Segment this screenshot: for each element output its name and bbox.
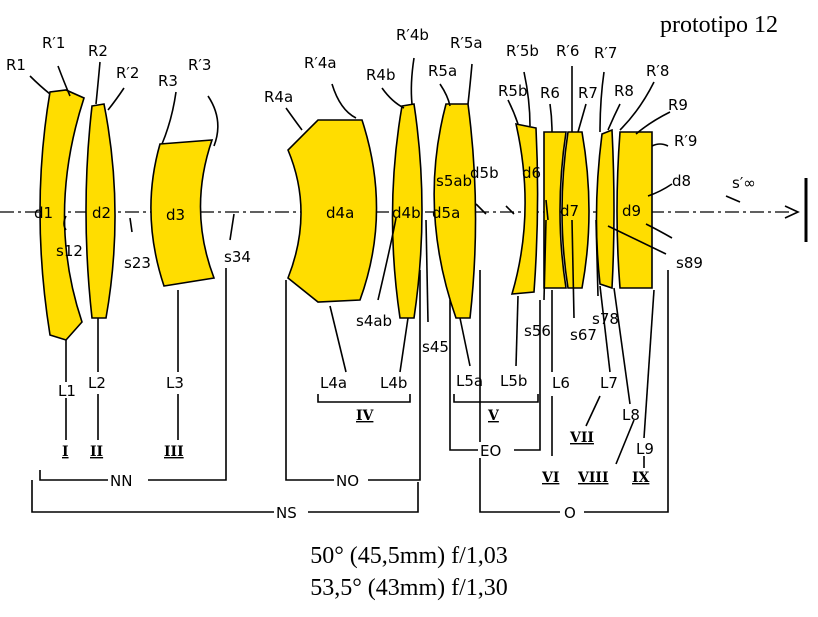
radius-labels: R1 R′1 R2 R′2 R3 R′3 R4a R′4a R4b R′4b R… <box>6 26 697 150</box>
label-R4b: R4b <box>366 66 396 84</box>
roman-VIII: VIII <box>577 470 609 486</box>
label-L4a: L4a <box>320 374 347 392</box>
label-d5b: d5b <box>470 164 499 182</box>
spacing-labels: s12 s23 s34 s4ab s45 s5ab s56 s67 s78 s8… <box>56 172 756 356</box>
label-R4a-left: R4a <box>264 88 293 106</box>
label-s67: s67 <box>570 326 597 344</box>
lens-L4a <box>287 119 378 303</box>
label-R2: R2 <box>88 42 108 60</box>
label-s34: s34 <box>224 248 251 266</box>
label-L8: L8 <box>622 406 640 424</box>
lens-L5b <box>510 122 539 295</box>
label-R6p: R′6 <box>556 42 579 60</box>
label-L6: L6 <box>552 374 570 392</box>
label-L5b: L5b <box>500 372 527 390</box>
lens-L9 <box>616 131 653 289</box>
label-L9: L9 <box>636 440 654 458</box>
label-s4ab: s4ab <box>356 312 392 330</box>
label-d5a: d5a <box>432 204 460 222</box>
group-NN: NN <box>110 472 132 490</box>
label-L1: L1 <box>58 382 76 400</box>
label-R7p: R′7 <box>594 44 617 62</box>
label-s78: s78 <box>592 310 619 328</box>
label-R3: R3 <box>158 72 178 90</box>
spec-line-1: 50° (45,5mm) f/1,03 <box>310 543 508 569</box>
diagram-title: prototipo 12 <box>660 12 778 38</box>
label-d4a: d4a <box>326 204 354 222</box>
label-R9: R9 <box>668 96 688 114</box>
label-R1: R1 <box>6 56 26 74</box>
label-d8: d8 <box>672 172 691 190</box>
label-d6: d6 <box>522 164 541 182</box>
label-s12: s12 <box>56 242 83 260</box>
roman-IX: IX <box>632 470 650 486</box>
label-R3p: R′3 <box>188 56 211 74</box>
lens-L7 <box>561 131 590 289</box>
lens-L4b <box>391 103 423 319</box>
roman-II: II <box>90 444 103 460</box>
label-R7: R7 <box>578 84 598 102</box>
label-s-inf: s′∞ <box>732 174 756 192</box>
axis-arrow <box>784 205 800 219</box>
group-NS: NS <box>276 504 297 522</box>
label-d2: d2 <box>92 204 111 222</box>
label-R6: R6 <box>540 84 560 102</box>
label-d7: d7 <box>560 202 579 220</box>
label-R5b-p: R′5b <box>506 42 539 60</box>
lens-L3 <box>150 139 216 287</box>
group-labels: NN NO NS EO O <box>108 442 584 522</box>
group-NO: NO <box>336 472 359 490</box>
label-L2: L2 <box>88 374 106 392</box>
label-L3: L3 <box>166 374 184 392</box>
label-s89: s89 <box>676 254 703 272</box>
roman-I: I <box>62 444 69 460</box>
lens-L5a <box>433 103 477 319</box>
label-s23: s23 <box>124 254 151 272</box>
label-d9: d9 <box>622 202 641 220</box>
lens-L6 <box>543 131 567 289</box>
label-R8: R8 <box>614 82 634 100</box>
label-R5a-p: R′5a <box>450 34 483 52</box>
roman-IV: IV <box>356 408 375 424</box>
spec-line-2: 53,5° (43mm) f/1,30 <box>310 575 508 601</box>
lens-labels: L1 L2 L3 L4a L4b L5a L5b L6 L7 L8 L9 <box>58 372 654 458</box>
label-R8p: R′8 <box>646 62 669 80</box>
label-L4b: L4b <box>380 374 407 392</box>
gap-markers <box>63 195 741 323</box>
label-R5a: R5a <box>428 62 457 80</box>
label-R9p: R′9 <box>674 132 697 150</box>
lens-L1 <box>39 89 85 341</box>
roman-III: III <box>164 444 184 460</box>
label-d4b: d4b <box>392 204 421 222</box>
lens-L8 <box>595 128 615 290</box>
roman-VI: VI <box>541 470 559 486</box>
label-L5a: L5a <box>456 372 483 390</box>
label-s45: s45 <box>422 338 449 356</box>
label-R5b: R5b <box>498 82 528 100</box>
label-d3: d3 <box>166 206 185 224</box>
thickness-labels: d1 d2 d3 d4a d4b d5a d5b d6 d7 d8 d9 <box>34 164 691 224</box>
label-R4a-p: R′4a <box>304 54 337 72</box>
label-L7: L7 <box>600 374 618 392</box>
label-R2p: R′2 <box>116 64 139 82</box>
label-R1p: R′1 <box>42 34 65 52</box>
roman-VII: VII <box>569 430 594 446</box>
group-O: O <box>564 504 576 522</box>
label-s56: s56 <box>524 322 551 340</box>
lens-L2 <box>85 103 116 319</box>
group-EO: EO <box>480 442 501 460</box>
leader-lines <box>29 57 673 468</box>
roman-V: V <box>487 408 500 424</box>
roman-numerals: I II III IV V VI VII VIII IX <box>62 408 650 486</box>
label-s5ab: s5ab <box>436 172 472 190</box>
label-R4b-p: R′4b <box>396 26 429 44</box>
label-d1: d1 <box>34 204 53 222</box>
